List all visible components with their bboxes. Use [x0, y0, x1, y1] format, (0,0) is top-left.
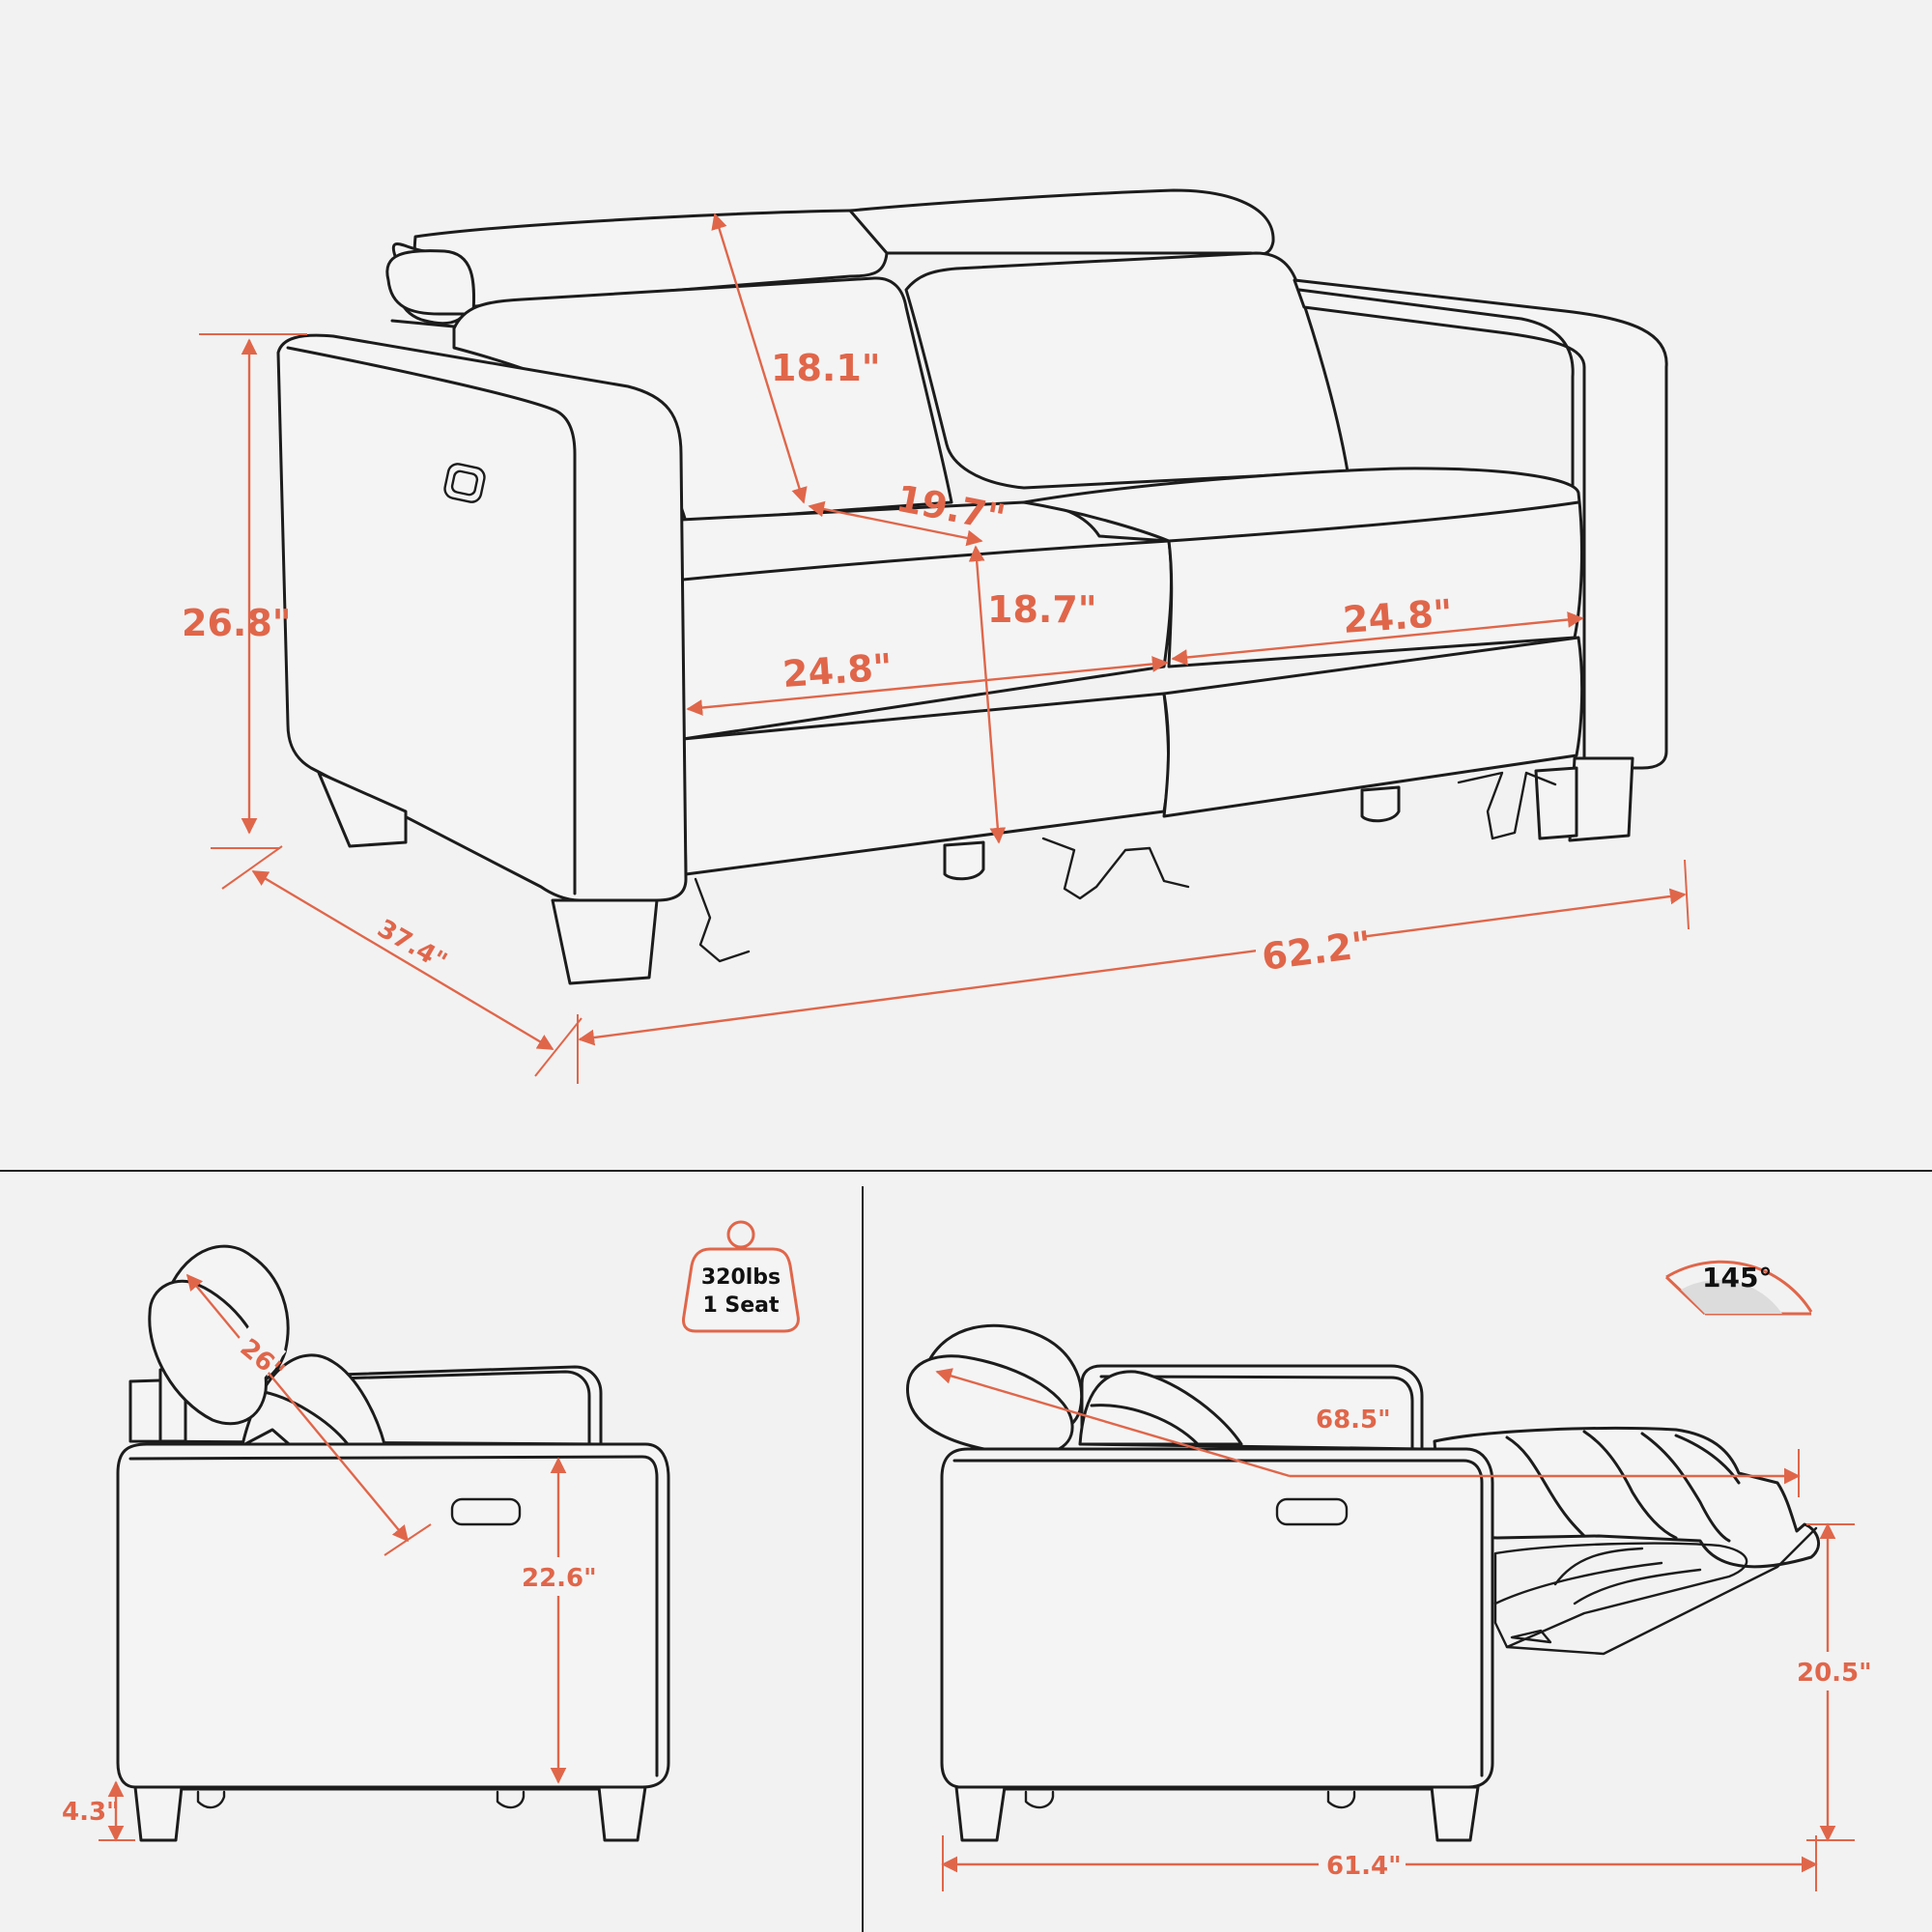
left-arm-face-edge: [286, 346, 577, 895]
mechanism-left: [694, 877, 751, 963]
recline-angle: 145°: [1702, 1262, 1772, 1293]
dim-line-seat-width-right: [1171, 611, 1584, 666]
leg-center-left: [943, 840, 985, 881]
recline-button-inner: [450, 469, 479, 497]
weight-icon: [682, 1247, 800, 1333]
label-bg-arm-height: [520, 1557, 597, 1596]
dim-line-reclined-length-start: [935, 1368, 957, 1384]
label-overall-height: 26.8": [182, 602, 292, 644]
side-recline-button-icon: [450, 1497, 522, 1526]
mechanism-right: [1457, 771, 1557, 840]
label-bg-headrest-extension: [229, 1322, 287, 1378]
recline-frame-inner: [1099, 1375, 1414, 1451]
label-arm-height: 22.6": [522, 1564, 597, 1593]
dim-line-seat-depth: [808, 500, 983, 547]
loveseat-main-view: [276, 188, 1668, 985]
label-overall-depth: 37.4": [372, 914, 451, 977]
leg-front-right-inner: [1534, 766, 1578, 840]
recline-glide-left: [1024, 1790, 1055, 1809]
leg-front-right: [1568, 756, 1634, 842]
capacity-badge: 320lbs 1 Seat: [682, 1220, 800, 1333]
label-seat-width-left: 24.8": [781, 645, 894, 696]
recline-leg-back: [1430, 1785, 1480, 1842]
headrest-cap: [385, 249, 476, 316]
recline-cushion-seam-1: [1505, 1435, 1586, 1538]
right-arm-inner: [1297, 288, 1575, 495]
recline-leg-front: [954, 1785, 1007, 1842]
recline-body: [940, 1447, 1494, 1789]
side-leg-front: [133, 1785, 184, 1842]
dim-line-seat-width-left: [686, 656, 1169, 716]
label-leg-height: 4.3": [62, 1798, 120, 1827]
side-view: 26" 22.6" 4.3" 320lbs 1 Seat: [62, 1220, 800, 1842]
leg-center-right: [1360, 785, 1401, 823]
label-bg-base-length: [1319, 1845, 1406, 1884]
mechanism-center: [1041, 837, 1190, 900]
recline-mechanism-link-4: [1505, 1526, 1818, 1656]
reclined-view: 68.5" 20.5" 61.4" 145°: [906, 1260, 1872, 1891]
tick-headrest-extension: [384, 1523, 432, 1556]
weight-ring-icon: [726, 1220, 755, 1249]
label-footrest-height: 20.5": [1797, 1659, 1872, 1688]
side-body: [116, 1442, 670, 1789]
dim-line-reclined-length-a: [936, 1370, 1291, 1478]
side-glide-right: [496, 1790, 526, 1809]
recline-angle-indicator: 145°: [1664, 1260, 1813, 1316]
recline-cushion-seam-2: [1582, 1430, 1678, 1540]
side-frame-inner: [336, 1370, 591, 1446]
right-arm-top: [1293, 278, 1668, 770]
angle-arm-line: [1664, 1275, 1707, 1316]
recline-mechanism-link-1: [1493, 1561, 1663, 1605]
tick-depth-start: [221, 845, 283, 890]
back-cushion-right: [904, 251, 1350, 490]
dim-line-headrest-extension: [185, 1273, 410, 1543]
dim-line-depth: [251, 869, 554, 1051]
recline-mechanism-link-2: [1553, 1547, 1644, 1586]
recline-body-edge: [952, 1459, 1484, 1777]
tick-width-end: [1684, 859, 1690, 930]
headrest-strip: [390, 319, 456, 328]
label-base-length: 61.4": [1326, 1852, 1402, 1881]
recline-button-icon: [443, 463, 486, 503]
seat-front-right: [1162, 636, 1584, 818]
main-dimension-lines: [199, 213, 1690, 1084]
recline-back-crease: [1090, 1404, 1200, 1446]
dim-line-width: [578, 888, 1687, 1046]
angle-arc-icon: [1665, 1260, 1813, 1313]
label-bg-footrest: [1792, 1652, 1864, 1690]
recline-mechanism-plate: [1493, 1542, 1748, 1649]
recline-button-icon-side: [1275, 1497, 1349, 1526]
recline-cushion-seam-4: [1674, 1434, 1741, 1485]
side-glide-left: [196, 1790, 226, 1809]
back-top-right: [848, 188, 1275, 256]
label-seat-width-right: 24.8": [1342, 591, 1454, 641]
recline-mechanism-foot: [1510, 1629, 1552, 1644]
capacity-unit: 1 Seat: [702, 1293, 780, 1318]
label-bg-width: [1256, 925, 1364, 974]
side-leg-back: [597, 1785, 647, 1842]
recline-mechanism-link-3: [1573, 1568, 1702, 1605]
angle-wedge: [1681, 1279, 1782, 1314]
dim-line-headrest: [711, 213, 808, 504]
tick-depth-end: [534, 1017, 582, 1077]
leg-back-left: [317, 771, 408, 848]
recline-glide-right: [1326, 1790, 1356, 1809]
seat-front-edge: [681, 500, 1580, 582]
leg-front-left: [551, 898, 659, 985]
label-headrest-depth: 18.1": [771, 347, 881, 389]
capacity-weight: 320lbs: [701, 1265, 781, 1290]
recline-cushion-seam-3: [1640, 1432, 1731, 1543]
label-seat-height: 18.7": [987, 588, 1097, 631]
side-body-edge: [128, 1455, 659, 1777]
label-reclined-length: 68.5": [1316, 1406, 1391, 1435]
